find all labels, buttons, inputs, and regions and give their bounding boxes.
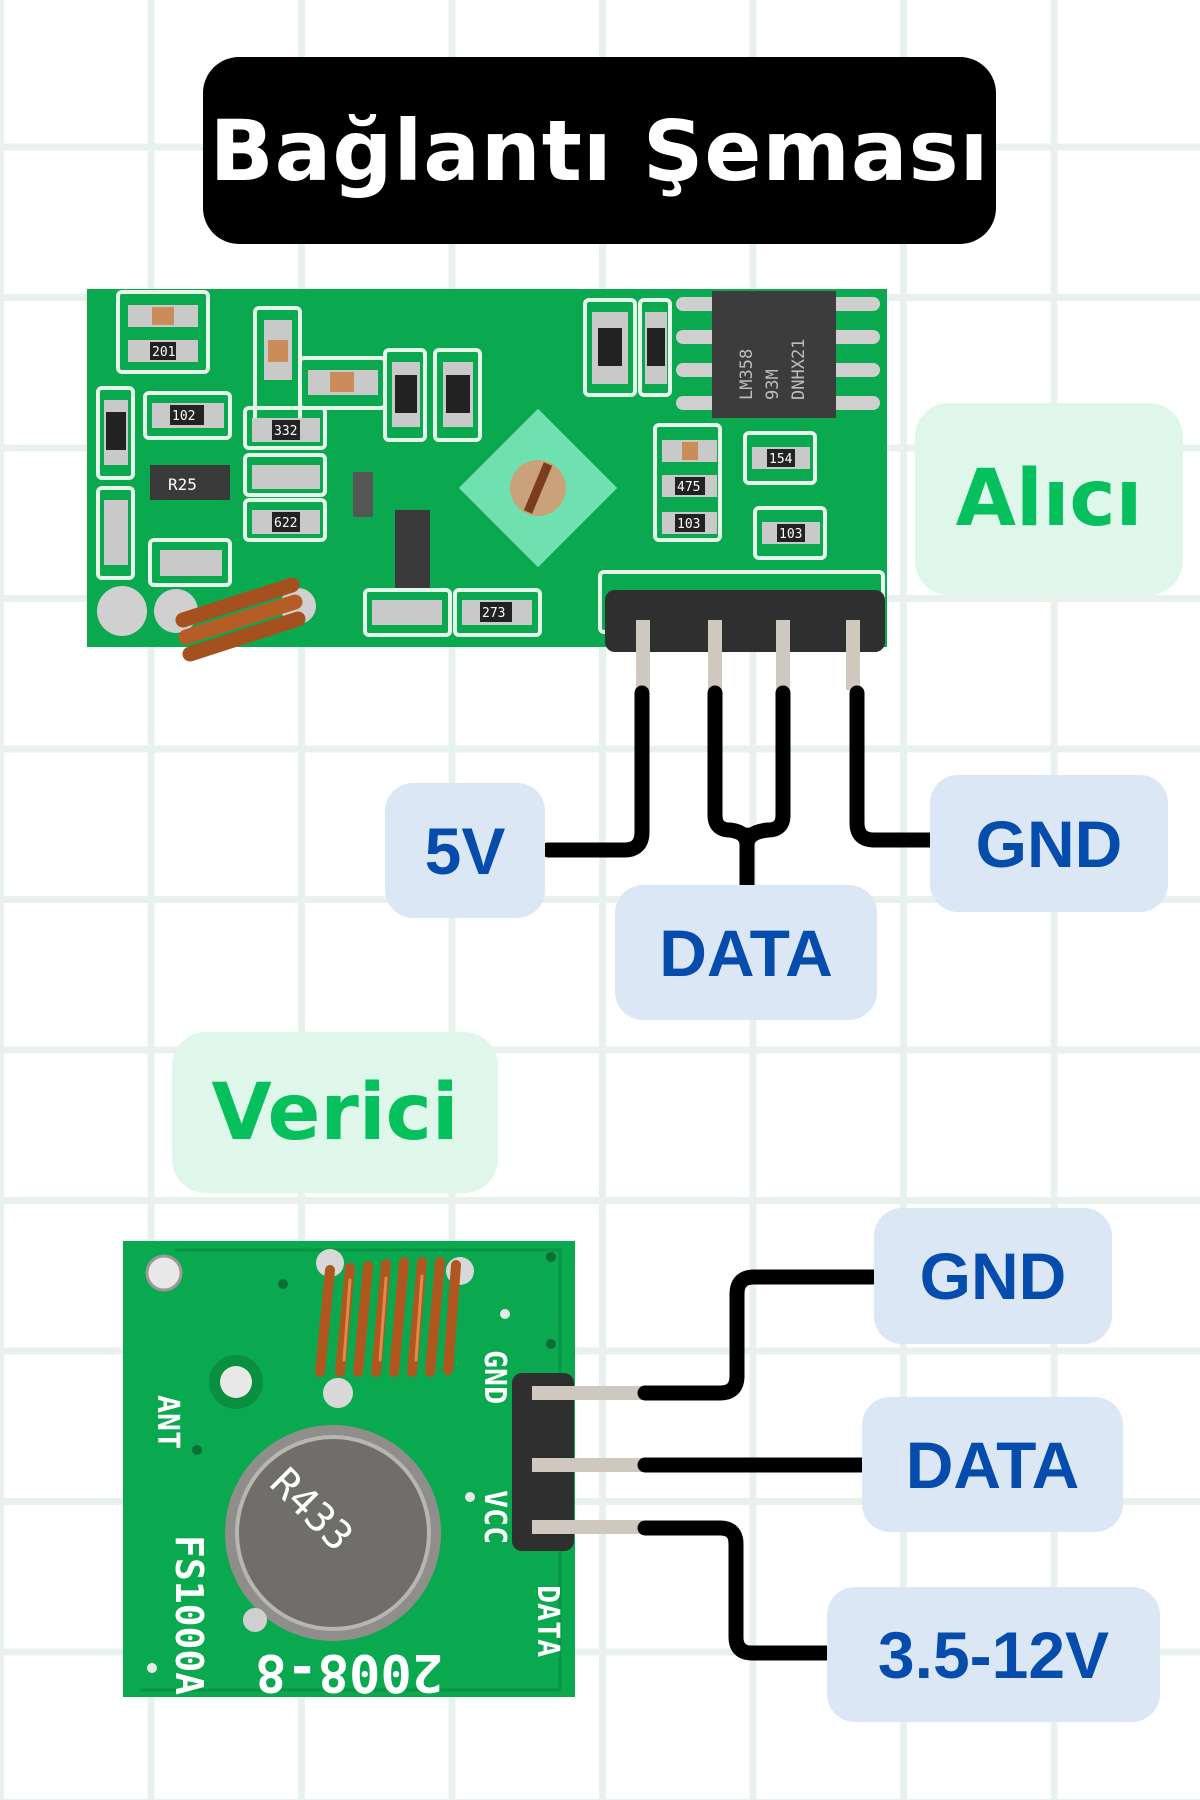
code-273: 273 <box>482 606 505 621</box>
wire-tx-vcc <box>637 1520 835 1661</box>
crystal-r433 <box>225 1425 441 1641</box>
receiver-pin-header <box>605 590 885 690</box>
receiver-pin-data: DATA <box>615 885 877 1020</box>
receiver-pin-gnd: GND <box>930 775 1168 912</box>
code-475: 475 <box>677 480 700 495</box>
mount-hole <box>145 1254 183 1292</box>
code-102: 102 <box>172 409 195 424</box>
pin-label: GND <box>919 1239 1067 1313</box>
code-622: 622 <box>274 516 297 531</box>
transmitter-board: R433 FS1000A 2008-8 ANT GND VCC DATA <box>123 1241 642 1702</box>
receiver-section-label: Alıcı <box>915 403 1183 595</box>
silk-ant: ANT <box>150 1395 185 1449</box>
transmitter-coil <box>315 1249 474 1408</box>
ic-line-2: 93M <box>763 369 783 400</box>
page-title: Bağlantı Şeması <box>209 101 990 200</box>
ic-line-3: DNHX21 <box>789 339 809 400</box>
silk-vcc: VCC <box>477 1490 512 1544</box>
wire-tx-gnd <box>637 1269 882 1401</box>
receiver-silk-text: 201 102 332 622 273 475 103 154 103 R25 <box>152 345 802 621</box>
code-103a: 103 <box>677 517 700 532</box>
wire-5v <box>540 685 650 858</box>
transmitter-title: Verici <box>211 1067 459 1158</box>
wire-data-a <box>707 685 755 853</box>
receiver-title: Alıcı <box>955 454 1143 544</box>
silk-data: DATA <box>530 1585 565 1657</box>
ic-line-1: LM358 <box>737 349 757 400</box>
smd-components <box>104 305 820 625</box>
code-154: 154 <box>769 452 793 467</box>
wire-data-b <box>739 685 791 853</box>
pin-label: 3.5-12V <box>877 1617 1110 1692</box>
code-103b: 103 <box>779 527 802 542</box>
transmitter-wires <box>637 1269 882 1661</box>
receiver-pin-5v: 5V <box>385 783 545 918</box>
lm358-markings: LM358 93M DNHX21 <box>737 339 809 400</box>
code-332: 332 <box>274 424 297 439</box>
transmitter-pin-header <box>512 1373 642 1551</box>
wire-gnd <box>849 685 938 848</box>
receiver-coil <box>175 577 306 662</box>
pin-label: GND <box>975 806 1123 881</box>
model-label: FS1000A <box>167 1535 211 1695</box>
transmitter-pin-vcc: 3.5-12V <box>827 1587 1160 1722</box>
pin-label: DATA <box>905 1427 1080 1502</box>
transmitter-section-label: Verici <box>172 1032 498 1193</box>
transmitter-pin-data: DATA <box>862 1397 1123 1532</box>
date-code: 2008-8 <box>255 1642 443 1702</box>
lm358-ic <box>676 291 880 418</box>
pin-label: 5V <box>424 813 506 888</box>
code-r25a: R25 <box>168 475 197 494</box>
pin-label: DATA <box>659 915 833 990</box>
silk-gnd: GND <box>477 1350 512 1404</box>
receiver-board <box>87 289 887 690</box>
transmitter-pin-gnd: GND <box>874 1208 1112 1344</box>
code-201: 201 <box>152 345 175 360</box>
antenna-pad <box>97 586 147 636</box>
title-banner: Bağlantı Şeması <box>203 57 996 244</box>
receiver-wires <box>540 685 938 894</box>
